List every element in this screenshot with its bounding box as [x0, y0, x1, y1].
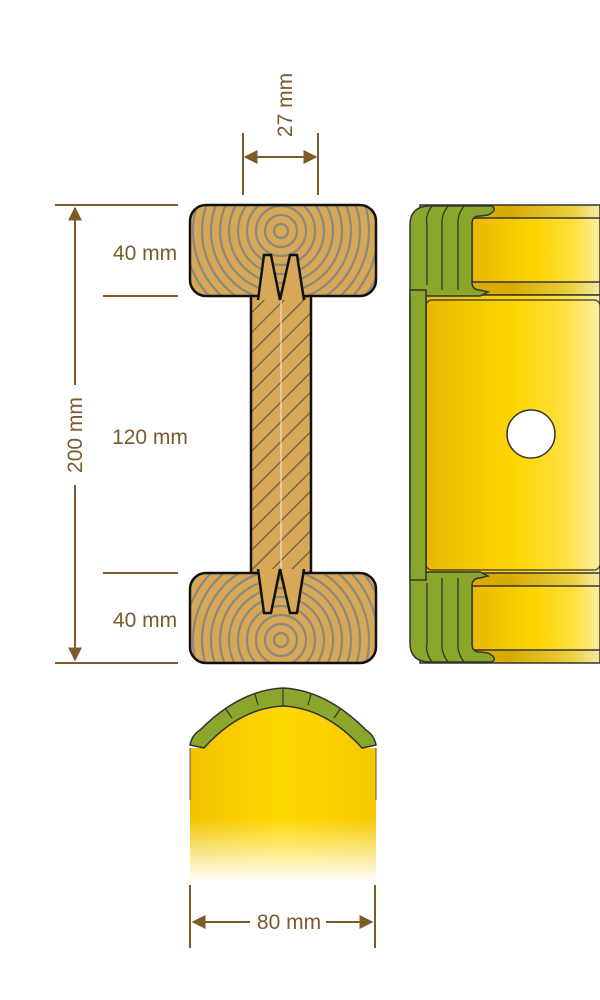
total-height-label: 200 mm [64, 397, 87, 473]
end-cap-top [409, 205, 495, 561]
growth-ring [236, 595, 326, 663]
web-width-label: 27 mm [274, 73, 297, 137]
flange-width-dimension: 80 mm [189, 885, 376, 948]
web-height-label: 120 mm [112, 426, 188, 449]
growth-ring [263, 622, 299, 658]
end-cap-arch [189, 687, 377, 749]
growth-ring [227, 586, 335, 663]
growth-ring [245, 604, 317, 663]
beam-side-view [409, 204, 600, 664]
growth-ring [209, 205, 353, 296]
growth-ring [272, 222, 290, 240]
growth-ring [236, 205, 326, 276]
growth-ring [254, 613, 308, 663]
growth-ring [272, 631, 290, 649]
bottom-flange-label: 40 mm [113, 609, 177, 632]
growth-ring [191, 573, 371, 663]
growth-ring [245, 205, 317, 267]
growth-ring [200, 205, 362, 296]
growth-ring [263, 213, 299, 249]
total-height-dimension: 200 mm 40 mm 120 mm 40 mm [55, 204, 188, 664]
beam-cross-section [188, 203, 378, 665]
growth-ring [191, 205, 371, 296]
bottom-flange [190, 573, 376, 663]
growth-ring [209, 573, 353, 663]
beam-top-view [188, 687, 378, 882]
growth-ring [200, 573, 362, 663]
bolt-hole [506, 409, 556, 459]
top-flange-label: 40 mm [113, 242, 177, 265]
web-width-dimension: 27 mm [242, 73, 319, 195]
growth-ring [227, 205, 335, 285]
flange-width-label: 80 mm [257, 911, 321, 934]
